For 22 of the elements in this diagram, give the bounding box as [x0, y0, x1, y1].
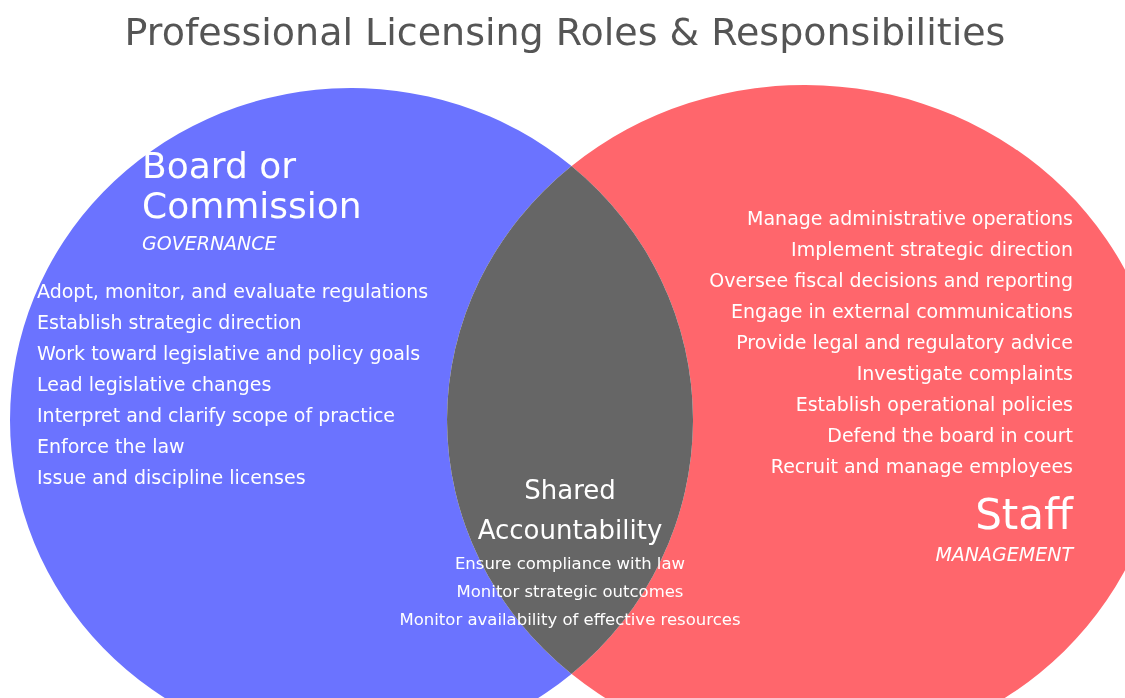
circle-subheading: GOVERNANCE — [142, 233, 277, 254]
list-item: Establish operational policies — [795, 394, 1073, 415]
list-item: Interpret and clarify scope of practice — [37, 405, 396, 426]
list-item: Investigate complaints — [856, 363, 1073, 384]
list-item: Lead legislative changes — [37, 374, 272, 395]
list-item: Manage administrative operations — [747, 208, 1073, 229]
list-item: Work toward legislative and policy goals — [37, 343, 421, 364]
list-item: Engage in external communications — [731, 301, 1073, 322]
list-item: Provide legal and regulatory advice — [736, 332, 1073, 353]
list-item: Establish strategic direction — [37, 312, 302, 333]
list-item: Implement strategic direction — [791, 239, 1073, 260]
circle-subheading: MANAGEMENT — [935, 544, 1073, 565]
list-item: Oversee fiscal decisions and reporting — [709, 270, 1073, 291]
list-item: Adopt, monitor, and evaluate regulations — [37, 281, 429, 302]
list-item: Defend the board in court — [827, 425, 1073, 446]
circle-heading: Board or Commission — [142, 146, 363, 226]
list-item: Recruit and manage employees — [770, 456, 1073, 477]
list-item: Issue and discipline licenses — [37, 467, 306, 488]
circle-heading: Staff — [975, 492, 1073, 539]
list-item: Enforce the law — [37, 436, 185, 457]
diagram-title: Professional Licensing Roles & Responsibilities — [123, 10, 1007, 54]
circle-heading: Shared Accountability — [476, 474, 664, 548]
